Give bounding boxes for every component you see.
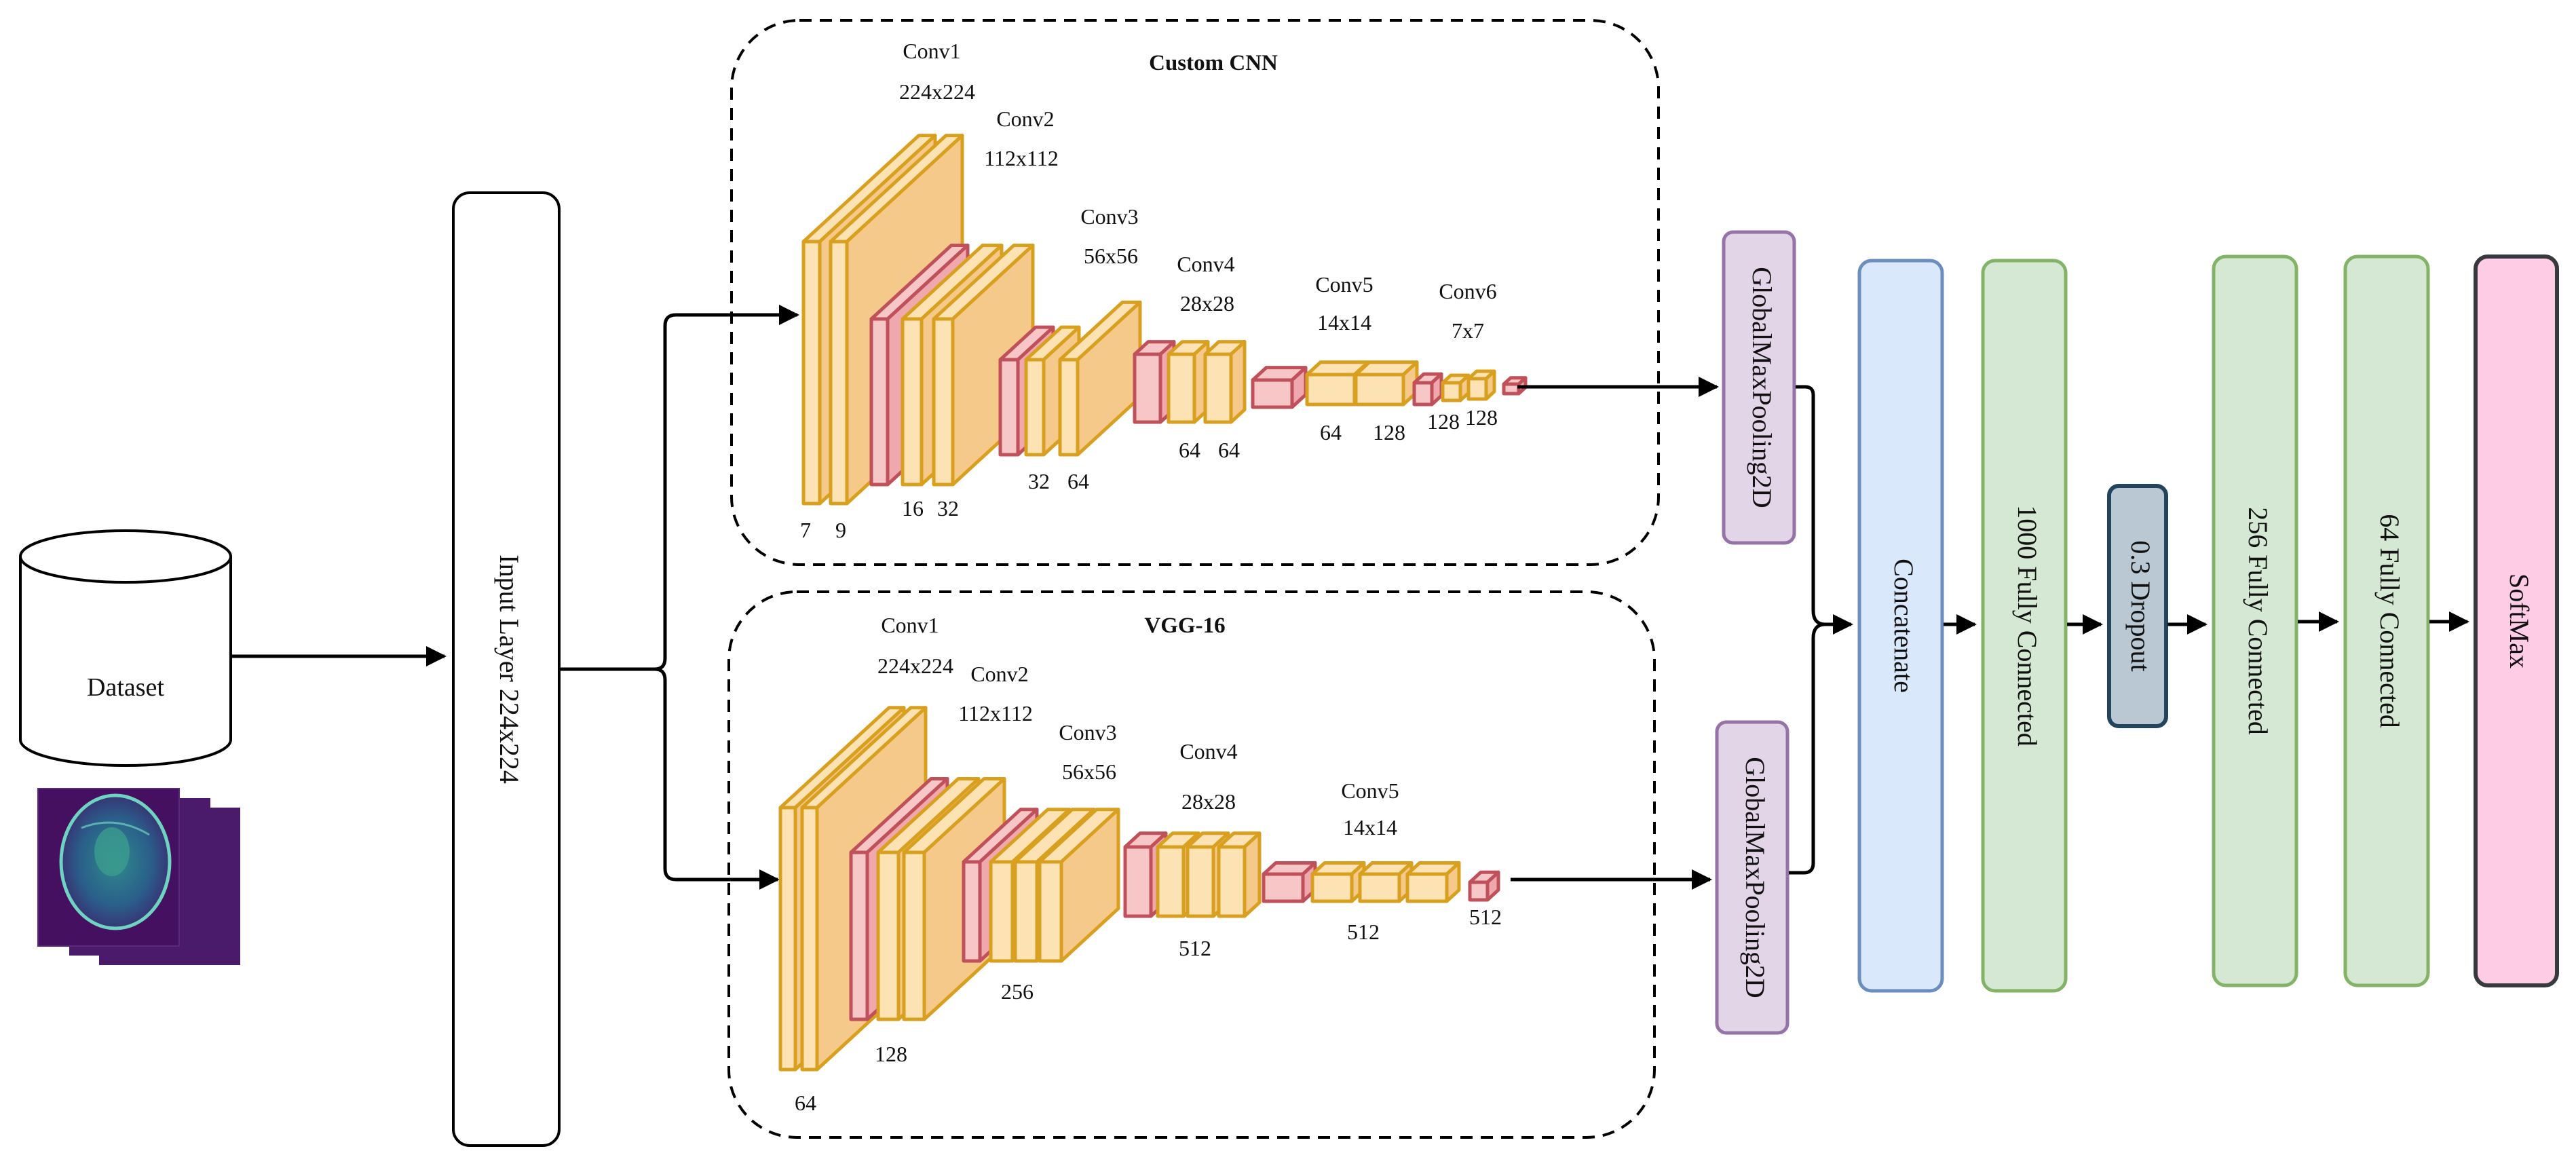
vgg-stage-name: Conv5: [1341, 778, 1399, 803]
vgg16-layers: [778, 706, 1500, 1072]
cnn-stage-size: 112x112: [984, 146, 1059, 170]
cnn-filter-count: 128: [1465, 405, 1498, 430]
vgg-conv-layer: [1310, 861, 1366, 903]
cnn-conv-layer: [1441, 373, 1471, 402]
cnn-filter-count: 128: [1427, 409, 1460, 434]
fc256-box: 256 Fully Connected: [2212, 254, 2298, 987]
concatenate-label: Concatenate: [1889, 559, 1919, 693]
fc64-label: 64 Fully Connected: [2374, 514, 2405, 728]
vgg-filter-count: 512: [1347, 920, 1380, 944]
vgg-conv-layer: [1405, 861, 1461, 903]
vgg-pooling-layer: [1123, 831, 1168, 918]
fc1000-label: 1000 Fully Connected: [2012, 505, 2043, 747]
cnn-stage-size: 56x56: [1084, 244, 1138, 268]
cnn-filter-count: 64: [1218, 438, 1240, 462]
fc256-label: 256 Fully Connected: [2243, 507, 2273, 735]
vgg16-filter-labels: 64 128 256 512 512 512: [795, 905, 1502, 1115]
cnn-filter-count: 64: [1320, 420, 1342, 445]
branch-connector: [561, 305, 799, 890]
merge-connector: [1789, 385, 1853, 875]
cnn-filter-count: 64: [1067, 469, 1089, 493]
vgg-filter-count: 512: [1179, 936, 1211, 960]
vgg-stage-size: 56x56: [1062, 759, 1116, 784]
gmp-top-label: GlobalMaxPooling2D: [1747, 267, 1777, 508]
vgg-conv-layer: [1038, 808, 1120, 963]
cnn-stage-size: 28x28: [1180, 291, 1234, 316]
cnn-filter-count: 32: [1028, 469, 1050, 493]
custom-cnn-filter-labels: 7 9 16 32 32 64 64 64 64 128 128 128: [800, 405, 1498, 542]
vgg-filter-count: 128: [875, 1042, 907, 1066]
vgg16-title: VGG-16: [1144, 614, 1225, 638]
cnn-stage-size: 7x7: [1452, 318, 1484, 343]
vgg-stage-size: 14x14: [1343, 815, 1397, 839]
cnn-filter-count: 32: [937, 496, 959, 521]
input-layer-label: Input Layer 224x224: [494, 554, 525, 784]
dataset-cylinder: Dataset: [19, 529, 232, 767]
custom-cnn-stage-labels: Conv1 224x224 Conv2 112x112 Conv3 56x56 …: [899, 39, 1497, 343]
mri-image-stack: [37, 788, 240, 965]
vgg-filter-count: 256: [1001, 979, 1034, 1004]
vgg-filter-count: 64: [795, 1091, 816, 1115]
gmp-bottom-box: GlobalMaxPooling2D: [1715, 720, 1789, 1035]
vgg-conv-layer: [1217, 831, 1262, 918]
cnn-conv-layer: [1354, 360, 1419, 407]
cnn-pooling-layer: [1412, 372, 1443, 407]
cnn-stage-name: Conv4: [1177, 252, 1234, 276]
custom-cnn-panel: [730, 19, 1660, 566]
custom-cnn-layers: [801, 134, 1528, 506]
cnn-filter-count: 128: [1373, 420, 1405, 445]
vgg-pooling-layer: [1468, 870, 1500, 902]
input-layer-box: Input Layer 224x224: [452, 191, 561, 1147]
cnn-filter-count: 7: [800, 518, 811, 542]
cnn-conv-layer: [1167, 340, 1210, 424]
cnn-stage-name: Conv5: [1315, 272, 1373, 297]
vgg-conv-layer: [1358, 861, 1414, 903]
softmax-label: SoftMax: [2504, 573, 2535, 668]
vgg-stage-size: 112x112: [958, 701, 1033, 725]
cnn-stage-name: Conv3: [1080, 204, 1138, 229]
fc1000-box: 1000 Fully Connected: [1981, 259, 2068, 993]
fc64-box: 64 Fully Connected: [2343, 254, 2430, 987]
cnn-conv-layer: [1466, 369, 1496, 401]
cnn-stage-size: 14x14: [1317, 310, 1371, 335]
gmp-top-box: GlobalMaxPooling2D: [1722, 230, 1796, 545]
cnn-stage-size: 224x224: [899, 79, 975, 104]
vgg-stage-size: 224x224: [877, 654, 953, 678]
cnn-filter-count: 16: [902, 496, 924, 521]
vgg-stage-name: Conv2: [970, 662, 1028, 686]
vgg-stage-name: Conv4: [1179, 739, 1237, 763]
cnn-filter-count: 9: [835, 518, 846, 542]
dropout-box: 0.3 Dropout: [2107, 484, 2168, 728]
cnn-conv-layer: [1203, 340, 1247, 424]
vgg-stage-name: Conv3: [1059, 720, 1116, 744]
cnn-filter-count: 64: [1179, 438, 1200, 462]
cnn-stage-name: Conv6: [1439, 279, 1496, 303]
cnn-stage-name: Conv2: [996, 107, 1054, 131]
vgg-stage-size: 28x28: [1181, 789, 1236, 814]
vgg-pooling-layer: [1262, 861, 1317, 903]
cnn-conv-layer: [1058, 300, 1142, 457]
custom-cnn-title: Custom CNN: [1149, 51, 1278, 75]
cnn-stage-name: Conv1: [903, 39, 960, 63]
vgg-filter-count: 512: [1469, 905, 1502, 929]
cnn-pooling-layer: [1251, 366, 1308, 409]
softmax-box: SoftMax: [2474, 254, 2559, 987]
dataset-label: Dataset: [87, 673, 164, 702]
dropout-label: 0.3 Dropout: [2125, 540, 2156, 671]
vgg-stage-name: Conv1: [881, 613, 939, 637]
vgg16-panel: [727, 590, 1656, 1139]
vgg16-stage-labels: Conv1 224x224 Conv2 112x112 Conv3 56x56 …: [877, 613, 1399, 839]
concatenate-box: Concatenate: [1857, 259, 1944, 993]
gmp-bottom-label: GlobalMaxPooling2D: [1740, 757, 1770, 998]
